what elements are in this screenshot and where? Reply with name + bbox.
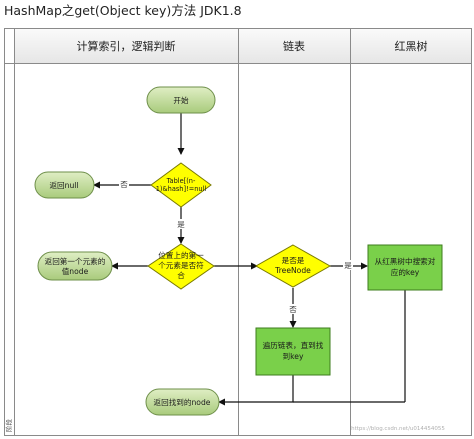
diagram-title: HashMap之get(Object key)方法 JDK1.8 [4,3,242,18]
return-null-node [34,171,95,199]
start-node-label: 开始 [173,95,189,105]
lane-header-band [14,29,471,63]
decision-table-label-line1: Table[(n- [166,177,196,185]
decision-table-label-line2: 1)&hash]!=null [156,185,207,193]
return-found-label: 返回找到的node [154,397,211,407]
decision-tree-label-line2: TreeNode [274,266,311,275]
start-node [146,86,216,114]
decision-is-treenode [254,244,332,288]
return-found-node [145,388,220,416]
tree-search-label-line1: 从红黑树中搜索对 [375,256,436,266]
edge-label-no-null: 否 [120,180,128,189]
return-null-label: 返回null [49,181,78,190]
edge-label-yes-tree: 是 [344,261,352,270]
decision-first-label-line1: 位置上的第一 [158,250,204,260]
return-first-node [37,251,113,281]
lane-header-linked-list: 链表 [283,39,305,53]
tree-search-process [367,244,443,291]
phase-label: 阶段 [4,419,13,433]
decision-table-not-null [150,162,212,208]
lane-header-red-black-tree: 红黑树 [395,39,428,53]
decision-tree-label-line1: 是否是 [282,256,305,265]
return-first-label-line1: 返回第一个元素的 [45,256,106,266]
watermark-text: https://blog.csdn.net/u014454055 [351,426,445,432]
decision-first-label-line2: 个元素是否符 [158,260,204,270]
list-traverse-process [255,327,331,376]
decision-first-element-match [147,243,215,290]
list-traverse-label-line1: 遍历链表，直到找 [263,340,324,350]
edge-label-no-list: 否 [289,305,297,314]
decision-first-label-line3: 合 [177,270,185,280]
return-first-label-line2: 值node [62,266,89,276]
lane-header-compute: 计算索引，逻辑判断 [77,39,176,53]
list-traverse-label-line2: 到key [283,352,304,361]
tree-search-label-line2: 应的key [391,267,420,277]
edge-label-yes-first: 是 [177,220,185,229]
